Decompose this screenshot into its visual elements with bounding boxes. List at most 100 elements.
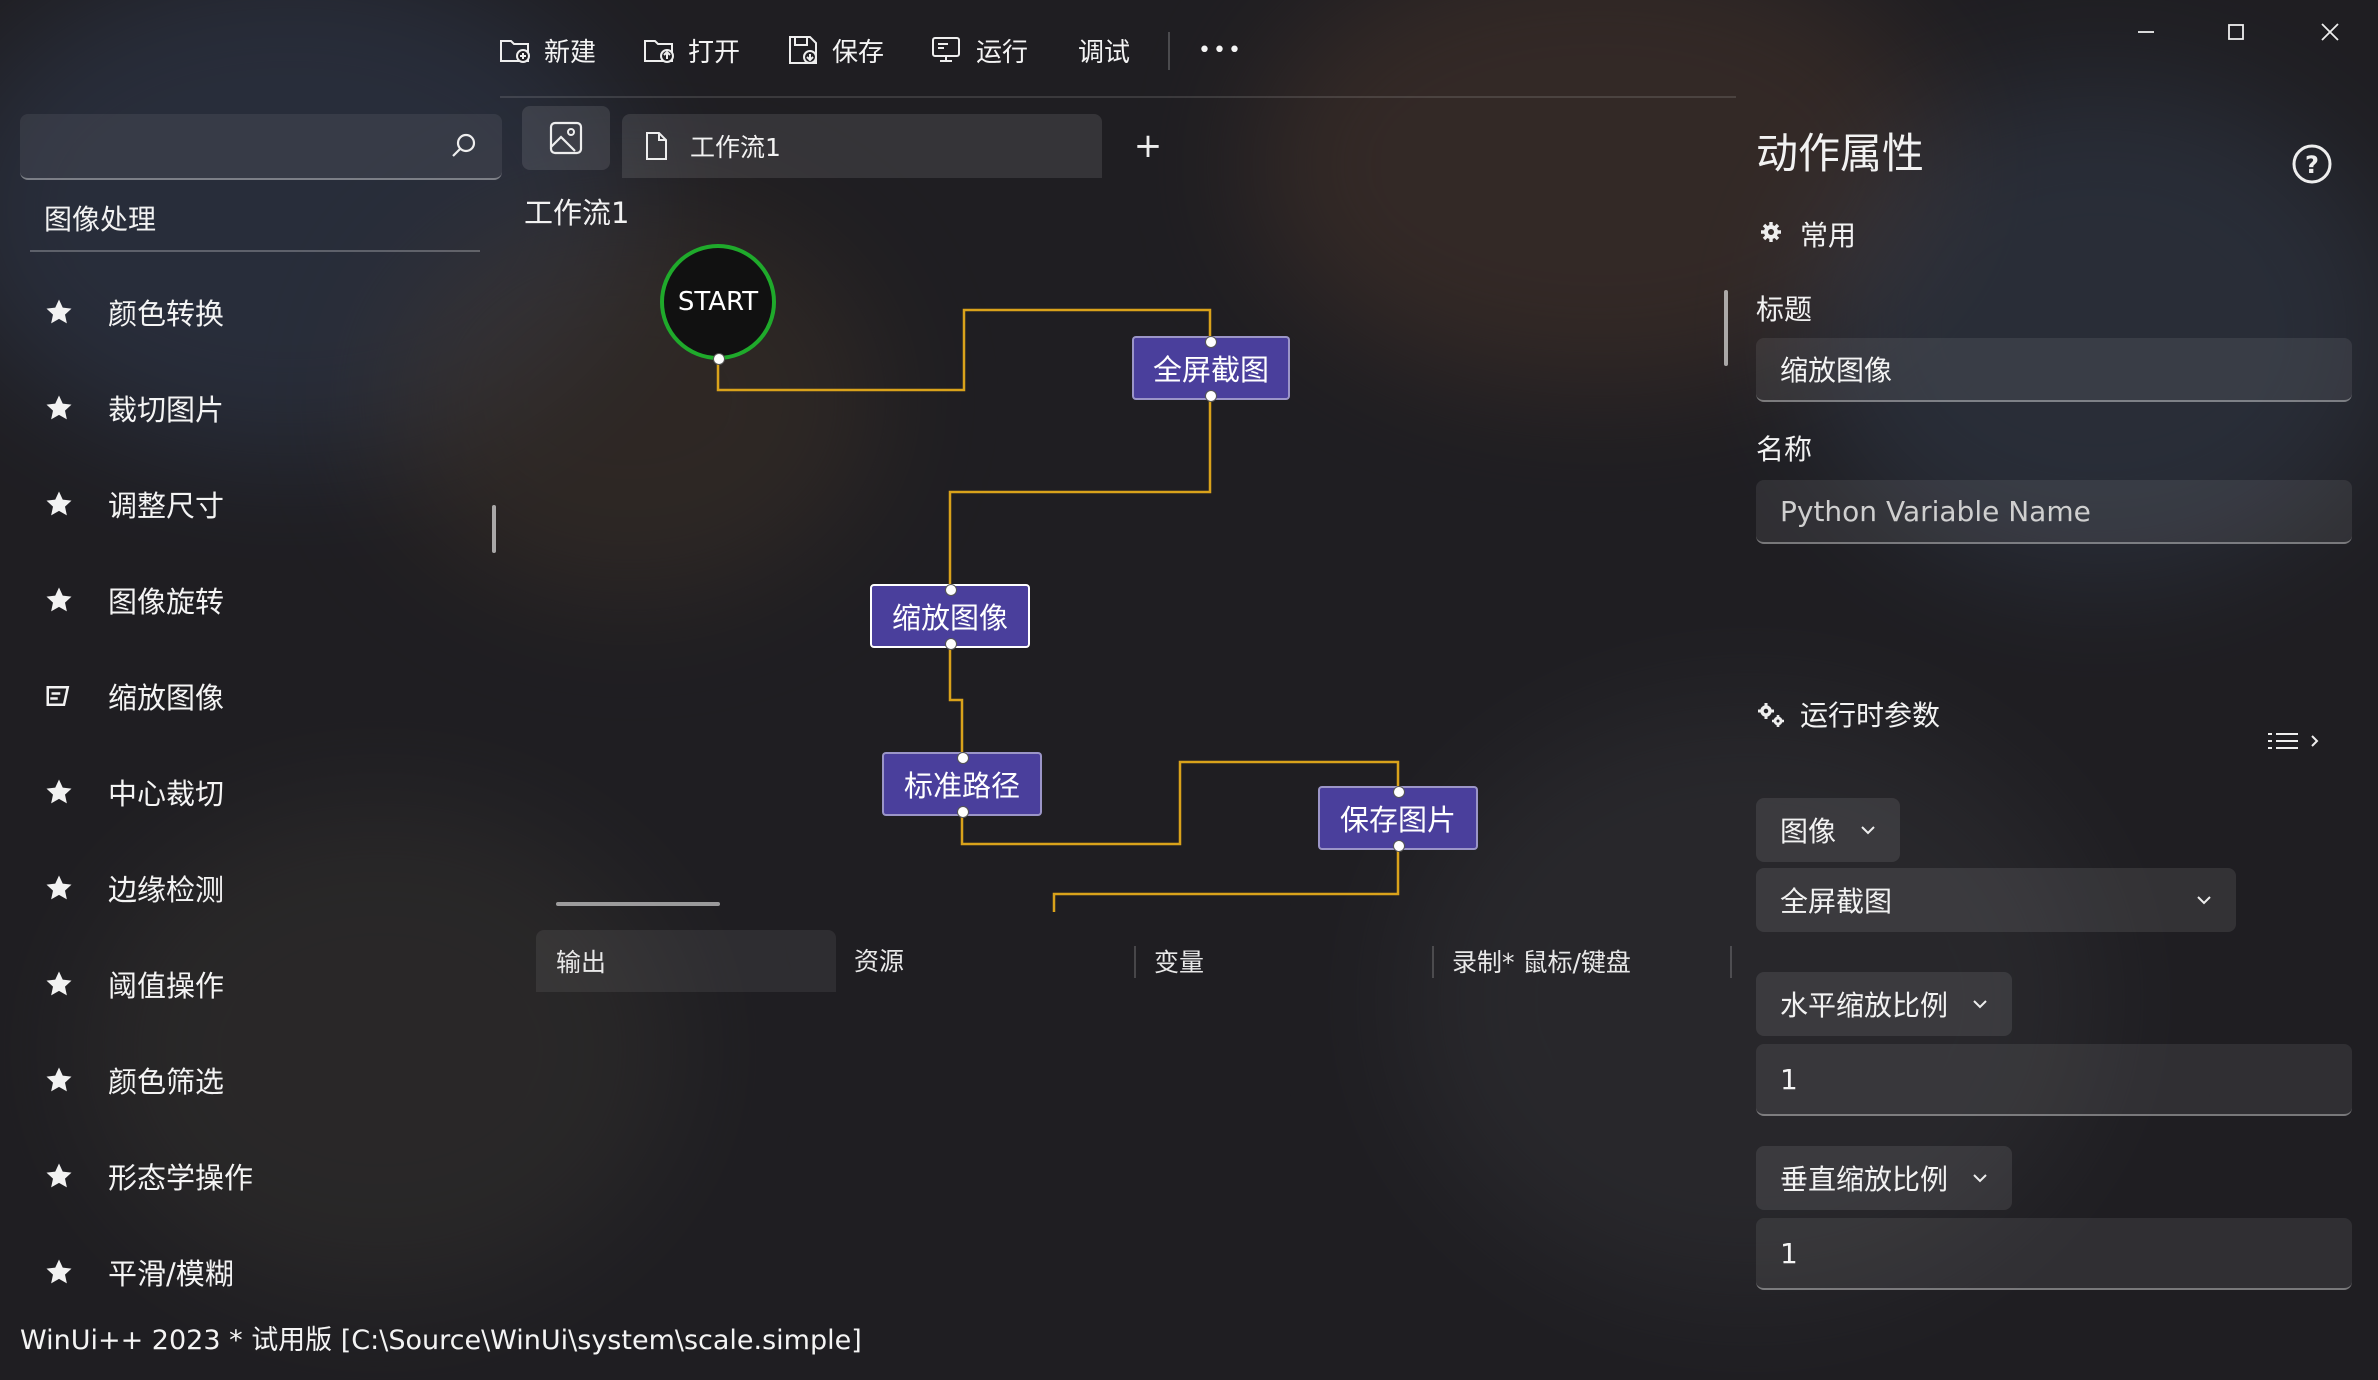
v-scale-field [1756, 1218, 2352, 1290]
list-item[interactable]: 裁切图片 [30, 372, 480, 444]
tab-variables[interactable]: 变量 [1136, 930, 1434, 992]
star-icon [46, 1163, 72, 1188]
list-item[interactable]: 形态学操作 [30, 1140, 480, 1212]
image-param-dropdown[interactable]: 图像 [1756, 798, 1900, 862]
run-monitor-icon [932, 37, 960, 62]
list-view-icon[interactable] [2266, 726, 2326, 756]
node-output-port[interactable] [957, 806, 969, 818]
tab-workflow1[interactable]: 工作流1 [622, 114, 1102, 178]
node-input-port[interactable] [1205, 336, 1217, 348]
start-label: START [677, 287, 759, 317]
right-scrollbar[interactable] [1724, 290, 1728, 366]
gear-icon [1761, 222, 1781, 242]
connections-layer [716, 308, 1400, 912]
list-item-label: 中心裁切 [108, 777, 225, 811]
bottom-tab-bar: 输出 资源 变量 录制* 鼠标/键盘 [536, 930, 1736, 992]
list-item[interactable]: 图像旋转 [30, 564, 480, 636]
list-item-label: 形态学操作 [108, 1161, 254, 1195]
start-output-port[interactable] [713, 353, 725, 365]
tab-resources[interactable]: 资源 [836, 930, 1136, 992]
star-icon [46, 1067, 72, 1092]
tab-recording[interactable]: 录制* 鼠标/键盘 [1434, 930, 1732, 992]
image-tab[interactable] [522, 106, 610, 170]
list-item[interactable]: 缩放图像 [30, 660, 480, 732]
open-button-label: 打开 [688, 37, 741, 68]
open-button[interactable]: 打开 [642, 28, 740, 72]
workflow-canvas[interactable]: START 全屏截图 缩放图像 标准路径 保存图片 [500, 230, 1730, 930]
list-item[interactable]: 中心裁切 [30, 756, 480, 828]
search-box [20, 114, 502, 180]
toolbar-underline [500, 96, 1736, 98]
list-item-label: 图像旋转 [108, 585, 225, 619]
h-scale-label: 水平缩放比例 [1780, 989, 1949, 1022]
list-item[interactable]: 边缘检测 [30, 852, 480, 924]
h-scale-dropdown[interactable]: 水平缩放比例 [1756, 972, 2012, 1036]
list-item[interactable]: 颜色转换 [30, 276, 480, 348]
tab-output[interactable]: 输出 [536, 930, 836, 992]
canvas-scrollbar[interactable] [556, 902, 720, 906]
document-icon [646, 132, 667, 160]
list-item-label: 缩放图像 [108, 681, 225, 715]
node-output-port[interactable] [1205, 390, 1217, 402]
search-icon[interactable] [448, 130, 480, 162]
star-icon [46, 491, 72, 516]
list-item-label: 颜色转换 [108, 297, 225, 331]
tab-separator [1134, 946, 1136, 978]
list-item-label: 调整尺寸 [108, 489, 225, 523]
name-field [1756, 480, 2352, 544]
v-scale-dropdown[interactable]: 垂直缩放比例 [1756, 1146, 2012, 1210]
minimize-button[interactable] [2116, 8, 2176, 56]
plus-icon: + [1133, 126, 1163, 166]
left-scrollbar[interactable] [492, 505, 496, 553]
tab-output-label: 输出 [556, 948, 607, 977]
new-folder-icon [500, 40, 530, 63]
save-button[interactable]: 保存 [786, 28, 884, 72]
name-input[interactable] [1778, 493, 2352, 529]
node-label: 全屏截图 [1152, 353, 1269, 387]
list-item-label: 平滑/模糊 [108, 1257, 234, 1291]
help-icon[interactable]: ? [2290, 142, 2334, 186]
svg-text:?: ? [2305, 151, 2319, 179]
more-button[interactable]: ••• [1198, 28, 1243, 72]
close-button[interactable] [2300, 8, 2360, 56]
category-header: 图像处理 [44, 203, 157, 236]
list-item[interactable]: 颜色筛选 [30, 1044, 480, 1116]
search-input[interactable] [38, 124, 442, 170]
node-label: 保存图片 [1339, 803, 1456, 837]
new-button-label: 新建 [544, 37, 597, 68]
list-item[interactable]: 平滑/模糊 [30, 1236, 480, 1308]
title-field [1756, 338, 2352, 402]
list-item[interactable]: 调整尺寸 [30, 468, 480, 540]
new-button[interactable]: 新建 [498, 28, 596, 72]
v-scale-input[interactable] [1778, 1235, 2352, 1271]
connection-save-out [1052, 844, 1400, 912]
save-button-label: 保存 [832, 37, 885, 68]
runtime-section-header: 运行时参数 [1756, 694, 1940, 734]
node-label: 标准路径 [903, 769, 1020, 803]
list-item-label: 裁切图片 [108, 393, 225, 427]
connection-start-screenshot [716, 308, 1212, 392]
node-input-port[interactable] [945, 584, 957, 596]
list-item[interactable]: 阈值操作 [30, 948, 480, 1020]
run-button[interactable]: 运行 [930, 28, 1028, 72]
debug-button[interactable]: 调试 [1078, 28, 1130, 72]
start-node[interactable]: START [660, 244, 776, 360]
tab-separator [1432, 946, 1434, 978]
node-output-port[interactable] [945, 638, 957, 650]
add-tab-button[interactable]: + [1130, 126, 1166, 166]
category-divider [30, 250, 480, 252]
maximize-button[interactable] [2206, 8, 2266, 56]
h-scale-input[interactable] [1778, 1061, 2352, 1097]
common-section-header: 常用 [1756, 214, 1856, 254]
star-icon [46, 587, 72, 612]
list-item-label: 颜色筛选 [108, 1065, 225, 1099]
image-source-select[interactable]: 全屏截图 [1756, 868, 2236, 932]
title-input[interactable] [1778, 351, 2352, 387]
star-icon [46, 779, 72, 804]
title-field-label: 标题 [1756, 293, 1813, 326]
node-output-port[interactable] [1393, 840, 1405, 852]
node-input-port[interactable] [957, 752, 969, 764]
connection-screenshot-scale [948, 394, 1212, 590]
node-input-port[interactable] [1393, 786, 1405, 798]
